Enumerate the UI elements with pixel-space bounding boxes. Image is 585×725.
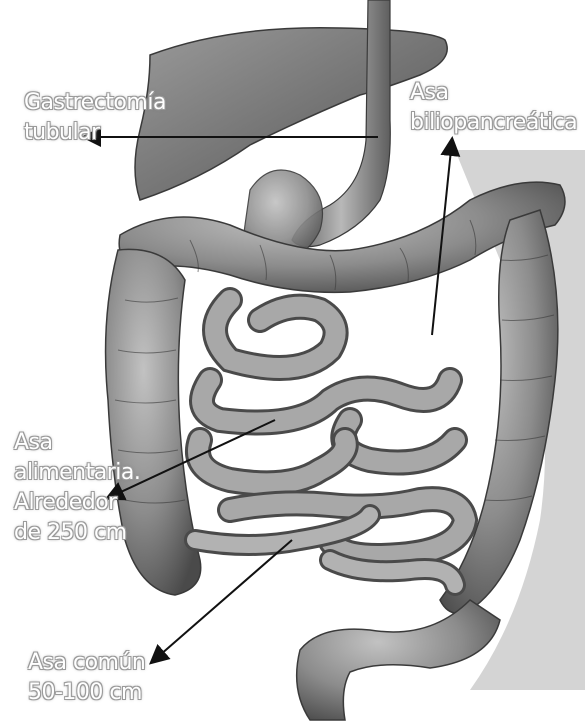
label-line: 50-100 cm — [28, 678, 145, 708]
label-line: alimentaria. — [14, 458, 140, 488]
label-asa-comun: Asa común 50-100 cm — [28, 648, 145, 708]
label-asa-biliopancreatica: Asa biliopancreática — [410, 78, 577, 138]
label-gastrectomia-tubular: Gastrectomía tubular — [24, 88, 166, 148]
small-bowel-loops — [195, 300, 465, 585]
label-line: Asa — [14, 428, 140, 458]
label-line: Asa común — [28, 648, 145, 678]
label-line: Gastrectomía — [24, 88, 166, 118]
label-line: Alrededor — [14, 488, 140, 518]
label-line: tubular — [24, 118, 166, 148]
sigmoid-colon — [297, 600, 500, 720]
label-line: Asa — [410, 78, 577, 108]
label-asa-alimentaria: Asa alimentaria. Alrededor de 250 cm — [14, 428, 140, 548]
label-line: biliopancreática — [410, 108, 577, 138]
label-line: de 250 cm — [14, 518, 140, 548]
